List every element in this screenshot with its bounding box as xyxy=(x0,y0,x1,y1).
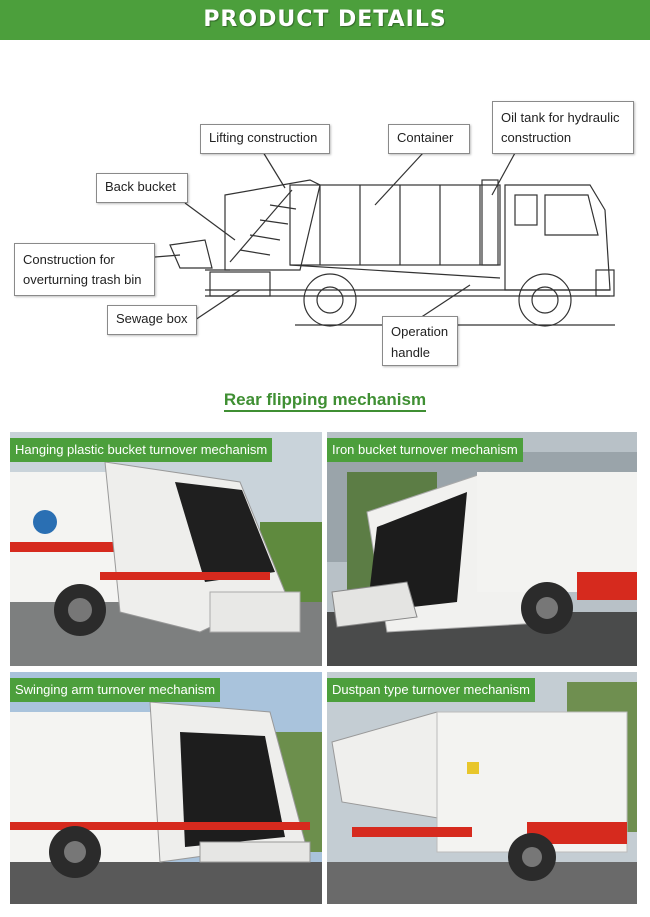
photo-label-dustpan-type: Dustpan type turnover mechanism xyxy=(327,678,535,702)
label-overturning-construction: Construction for overturning trash bin xyxy=(14,243,155,296)
label-handle-line1: Operation xyxy=(391,324,449,339)
label-overturning-line2: overturning trash bin xyxy=(23,272,142,287)
label-lifting-text: Lifting construction xyxy=(209,130,318,145)
label-back-bucket: Back bucket xyxy=(96,173,188,203)
photo-iron-bucket: Iron bucket turnover mechanism xyxy=(327,432,637,666)
label-operation-handle: Operation handle xyxy=(382,316,458,366)
truck-diagram: Lifting construction Container Oil tank … xyxy=(0,40,650,380)
photo-label-iron-bucket: Iron bucket turnover mechanism xyxy=(327,438,523,462)
label-lifting-construction: Lifting construction xyxy=(200,124,330,154)
label-handle-line2: handle xyxy=(391,345,431,360)
label-oil-tank-line2: construction xyxy=(501,130,572,145)
truck-line-drawing xyxy=(154,151,615,327)
photo-swinging-arm: Swinging arm turnover mechanism xyxy=(10,672,322,904)
photo-hanging-plastic-bucket: Hanging plastic bucket turnover mechanis… xyxy=(10,432,322,666)
label-container: Container xyxy=(388,124,470,154)
label-sewage-box: Sewage box xyxy=(107,305,197,335)
label-overturning-line1: Construction for xyxy=(23,252,115,267)
page-header: PRODUCT DETAILS xyxy=(0,0,650,40)
photo-label-swinging-arm: Swinging arm turnover mechanism xyxy=(10,678,221,702)
label-back-bucket-text: Back bucket xyxy=(105,179,176,194)
truck-photo-illustration xyxy=(10,432,322,666)
header-title: PRODUCT DETAILS xyxy=(203,7,447,32)
photo-dustpan-type: Dustpan type turnover mechanism xyxy=(327,672,637,904)
label-sewage-text: Sewage box xyxy=(116,311,188,326)
truck-photo-illustration xyxy=(327,432,637,666)
photo-label-hanging-plastic: Hanging plastic bucket turnover mechanis… xyxy=(10,438,273,462)
label-oil-tank: Oil tank for hydraulic construction xyxy=(492,101,634,154)
section-subtitle: Rear flipping mechanism xyxy=(0,390,650,412)
truck-photo-illustration xyxy=(10,672,322,904)
subtitle-text: Rear flipping mechanism xyxy=(223,390,427,412)
label-oil-tank-line1: Oil tank for hydraulic xyxy=(501,110,620,125)
truck-photo-illustration xyxy=(327,672,637,904)
label-container-text: Container xyxy=(397,130,454,145)
